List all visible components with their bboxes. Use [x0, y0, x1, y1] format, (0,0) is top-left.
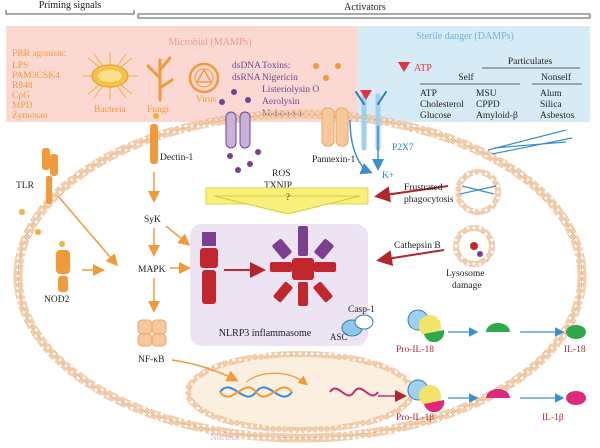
fungi-label: Fungi	[147, 105, 170, 115]
virus-label: Virus	[196, 95, 217, 105]
nfkb-label: NF-κB	[138, 355, 164, 365]
self-label: Self	[458, 72, 474, 83]
atp-dots	[313, 63, 341, 81]
activators-label: Activators	[344, 2, 386, 13]
phagocytosis-label: phagocytosis	[404, 195, 454, 205]
header: Priming signals Activators	[5, 0, 591, 19]
dna-helix-icon	[219, 386, 379, 398]
bacteria-label: Bacteria	[94, 105, 126, 115]
nucleus	[185, 351, 415, 433]
prr-item: Zymosan	[12, 111, 48, 121]
syk-label: SyK	[144, 215, 161, 225]
il1b-icon	[566, 391, 586, 405]
tlr-label: TLR	[16, 181, 35, 191]
question-mark: ?	[286, 192, 290, 202]
lysosome-label: Lysosome	[446, 269, 485, 279]
dsrna-label: dsRNA	[232, 73, 261, 83]
sterile-self-item: ATP	[420, 89, 437, 99]
asc-casp1-icon	[341, 314, 374, 337]
ros-dots	[219, 89, 261, 173]
nlrp3-label: NLRP3 inflammasome	[219, 328, 312, 339]
mapk-label: MAPK	[138, 265, 166, 275]
nlrp3-oligomer-icon	[270, 226, 336, 306]
particulates-label: Particulates	[508, 57, 553, 67]
pannexin1-icon	[321, 107, 349, 147]
sterile-self-item: MSU	[476, 89, 497, 99]
toxins-title: Toxins:	[262, 61, 290, 71]
pro-il1b-icon	[407, 379, 445, 413]
toxin-item: Nigericin	[262, 73, 298, 83]
il1b-cleaved-icon	[486, 389, 510, 398]
damage-label: damage	[452, 281, 482, 291]
il18-icon	[566, 325, 586, 339]
asc-label: ASC	[330, 332, 348, 342]
kplus-label: K+	[382, 171, 394, 181]
atp-marker-label: ATP	[414, 63, 432, 74]
txnip-label: TXNIP	[264, 181, 292, 191]
atp-triangle-icon	[360, 90, 372, 100]
prr-item: R848	[12, 81, 33, 91]
sterile-self-item: CPPD	[476, 100, 500, 110]
sterile-title: Sterile danger (DAMPs)	[416, 31, 514, 42]
toxin-pore-icon	[225, 111, 251, 149]
microbial-box	[6, 26, 358, 122]
nod2-label: NOD2	[44, 295, 70, 305]
nonself-label: Nonself	[541, 72, 572, 83]
casp1-label: Casp-1	[348, 305, 375, 315]
il18-label: IL-18	[564, 345, 586, 355]
bacteria-icon	[82, 52, 138, 100]
prr-item: PAM3CSK4	[12, 71, 60, 81]
p2x7-label: P2X7	[392, 143, 414, 153]
phagosome-icon	[455, 129, 573, 215]
tlr-icon	[42, 148, 58, 204]
il1b-label: IL-1β	[542, 413, 564, 423]
sterile-box	[358, 26, 590, 122]
il18-cleaved-icon	[486, 323, 510, 332]
nucleus-label: Nucleus	[210, 432, 240, 442]
fungi-icon	[146, 56, 174, 102]
sterile-self-item: Cholesterol	[420, 100, 464, 110]
toxin-item: Aerolysin	[262, 97, 300, 107]
sterile-nonself-item: Asbestos	[540, 111, 575, 121]
dectin1-icon	[150, 113, 159, 164]
toxin-item: Listeriolysin O	[262, 85, 319, 95]
sterile-self-item: Amyloid-β	[476, 111, 518, 121]
cathepsin-label: Cathepsin B	[394, 241, 441, 251]
prr-title: PRR agonists:	[12, 49, 66, 59]
pro-il1b-label: Pro-IL-1β	[396, 413, 434, 423]
ros-label: ROS	[272, 169, 290, 179]
prr-item: CpG	[12, 91, 30, 101]
prr-item: LPS	[12, 61, 28, 71]
prr-item: MPD	[12, 101, 33, 111]
sterile-nonself-item: Silica	[540, 100, 562, 110]
pro-il18-icon	[407, 309, 445, 343]
lysosome-icon	[453, 225, 495, 267]
dectin1-label: Dectin-1	[160, 153, 193, 163]
sterile-nonself-item: Alum	[540, 89, 562, 99]
pannexin1-label: Pannexin-1	[312, 155, 356, 165]
frustrated-label: Frustrated	[404, 183, 443, 193]
pro-il18-label: Pro-IL-18	[396, 345, 434, 355]
prr-agonist-list: PRR agonists: LPS PAM3CSK4 R848 CpG MPD …	[12, 49, 66, 121]
sterile-self-item: Glucose	[420, 111, 451, 121]
nfkb-icon	[137, 319, 167, 347]
priming-label: Priming signals	[39, 0, 102, 11]
nlrp3-inactive-icon	[200, 232, 218, 304]
microbial-title: Microbial (MAMPs)	[168, 37, 251, 48]
nod2-icon	[56, 241, 70, 292]
atp-triangle-icon	[398, 62, 410, 72]
dsdna-label: dsDNA	[232, 61, 261, 71]
virus-icon	[188, 62, 220, 94]
